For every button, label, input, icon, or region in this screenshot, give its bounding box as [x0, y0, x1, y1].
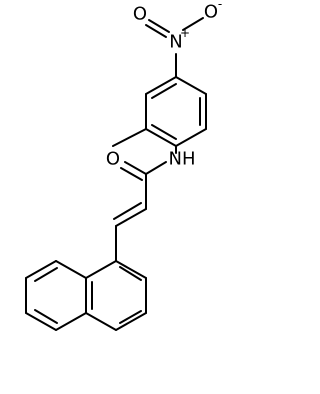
amide-nitrogen-label: NH	[169, 149, 196, 170]
carbonyl-double-bond	[124, 161, 147, 175]
ring-bond	[175, 128, 207, 147]
ring-bond	[25, 260, 57, 279]
ring-bond	[151, 83, 177, 99]
n-carbonyl-bond	[145, 161, 167, 175]
amide-oxygen-label: O	[106, 149, 120, 170]
ring-bond	[34, 309, 58, 324]
nitro-nitrogen-charge: +	[180, 26, 190, 40]
nitro-n-o-double-bond	[148, 19, 170, 33]
nitro-oxygen-label: O	[204, 2, 218, 23]
ring-bond	[145, 76, 177, 95]
nitro-oxygen-charge: -	[218, 0, 222, 11]
nitro-nitrogen-label: N	[169, 32, 182, 53]
ring-bond	[151, 124, 177, 140]
ring-bond	[25, 312, 57, 331]
ring-bond	[55, 312, 87, 331]
vinyl-double-bond	[115, 208, 147, 227]
nitro-n-o-bond	[182, 17, 204, 31]
ring-bond	[115, 260, 147, 279]
ring-bond	[145, 128, 177, 147]
ring-bond	[175, 76, 207, 95]
ring-bond	[119, 266, 142, 281]
amide-group: NH O	[106, 145, 196, 181]
ring-bond	[115, 312, 147, 331]
nitro-group: O - N + O	[133, 0, 222, 78]
ring-bond	[85, 312, 117, 331]
ring-bond	[85, 260, 117, 279]
vinyl-linker	[113, 173, 147, 262]
nitro-n-o-double-bond	[145, 24, 167, 38]
ring-bond	[34, 267, 58, 282]
chemical-structure-diagram: O - N + O NH O	[25, 0, 222, 331]
nitrophenyl-ring	[145, 76, 207, 147]
naphthalene-ring-system	[25, 260, 147, 331]
carbonyl-double-bond	[120, 167, 143, 181]
methyl-bond	[112, 128, 147, 147]
vinyl-double-bond	[113, 202, 142, 220]
ring-bond	[119, 310, 142, 324]
nitro-oxygen-label: O	[133, 4, 147, 25]
ring-bond	[55, 260, 87, 279]
